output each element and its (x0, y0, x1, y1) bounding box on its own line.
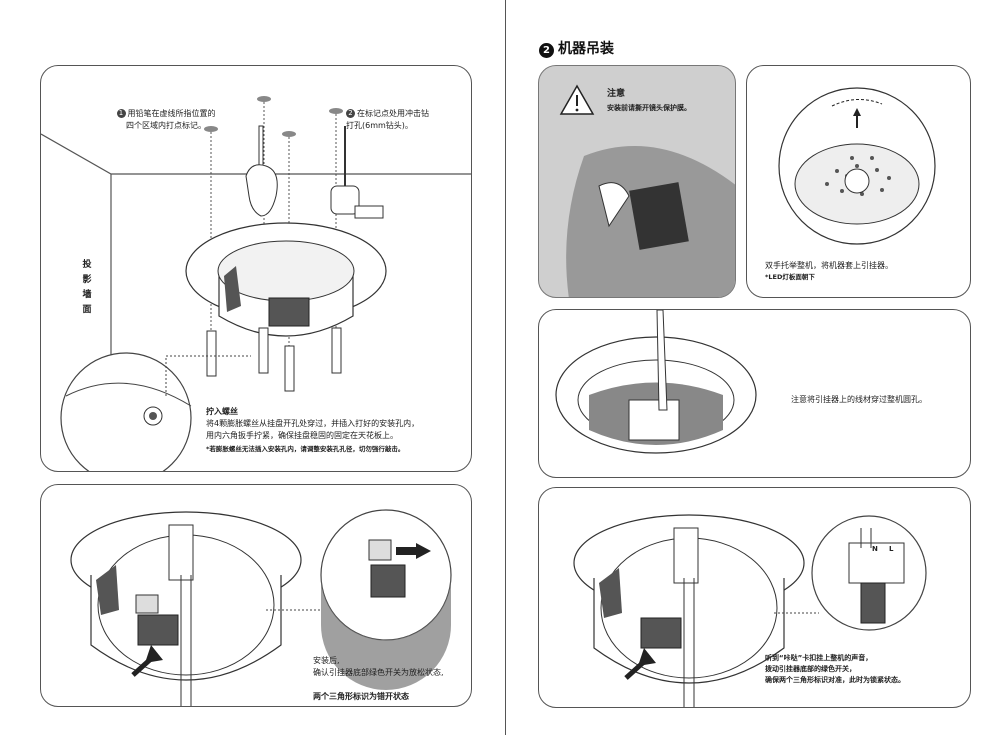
label-l: L (889, 545, 894, 553)
wire-text: 注意将引挂器上的线材穿过整机圆孔。 (791, 395, 927, 404)
step2-text: 在标记点处用冲击钻 打孔(6mm钻头)。 (346, 109, 429, 130)
drilling-illustration (41, 96, 471, 471)
lift-note: *LED灯板面朝下 (765, 273, 815, 281)
label-n: N (872, 545, 878, 553)
section-title-text: 机器吊装 (558, 41, 614, 57)
switch-text: 安装后, 确认引挂器底部绿色开关为放松状态, (313, 656, 444, 677)
switch-panel: 安装后, 确认引挂器底部绿色开关为放松状态, 两个三角形标识为错开状态 (40, 484, 472, 707)
switch-instruction: 安装后, 确认引挂器底部绿色开关为放松状态, 两个三角形标识为错开状态 (313, 643, 471, 706)
notice-panel: 注意 安装前请撕开镜头保护膜。 (538, 65, 736, 298)
switch-bold-text: 两个三角形标识为错开状态 (313, 692, 409, 701)
section-title: 2 机器吊装 (539, 38, 614, 58)
lock-text: 听到“咔哒”卡扣挂上整机的声音， 拨动引挂器底部的绿色开关， 确保两个三角形标识… (765, 654, 905, 684)
step1-badge: 1 (116, 109, 126, 118)
side-wall-label: 投 影 墙 面 (82, 260, 92, 315)
screws-title: 拧入螺丝 (206, 407, 238, 416)
lock-panel: N L 听到“咔哒”卡扣挂上整机的声音， 拨动引挂器底部的绿色开关， 确保两个三… (538, 487, 971, 708)
step2-badge: 2 (346, 109, 355, 118)
notice-text: 安装前请撕开镜头保护膜。 (607, 104, 691, 112)
lock-illustration (573, 514, 927, 707)
switch-illustration (70, 509, 452, 706)
lift-panel: 双手托举整机，将机器套上引挂器。 *LED灯板面朝下 (746, 65, 971, 298)
screws-note: *若膨胀螺丝无法插入安装孔内，请调整安装孔孔径，切勿强行敲击。 (206, 445, 405, 453)
wire-illustration (555, 310, 757, 454)
lift-text: 双手托举整机，将机器套上引挂器。 (765, 261, 893, 270)
section-number: 2 (539, 43, 554, 58)
notice-title: 注意 (607, 89, 626, 99)
notice-illustration (559, 84, 735, 297)
screws-body: 将4颗膨胀螺丝从挂盘开孔处穿过，并插入打好的安装孔内， 用内六角扳手拧紧，确保挂… (206, 419, 420, 440)
wire-panel: 注意将引挂器上的线材穿过整机圆孔。 (538, 309, 971, 478)
step1-text: 用铅笔在虚线所指位置的 四个区域内打点标记。 (126, 109, 216, 130)
lift-illustration (778, 87, 936, 245)
